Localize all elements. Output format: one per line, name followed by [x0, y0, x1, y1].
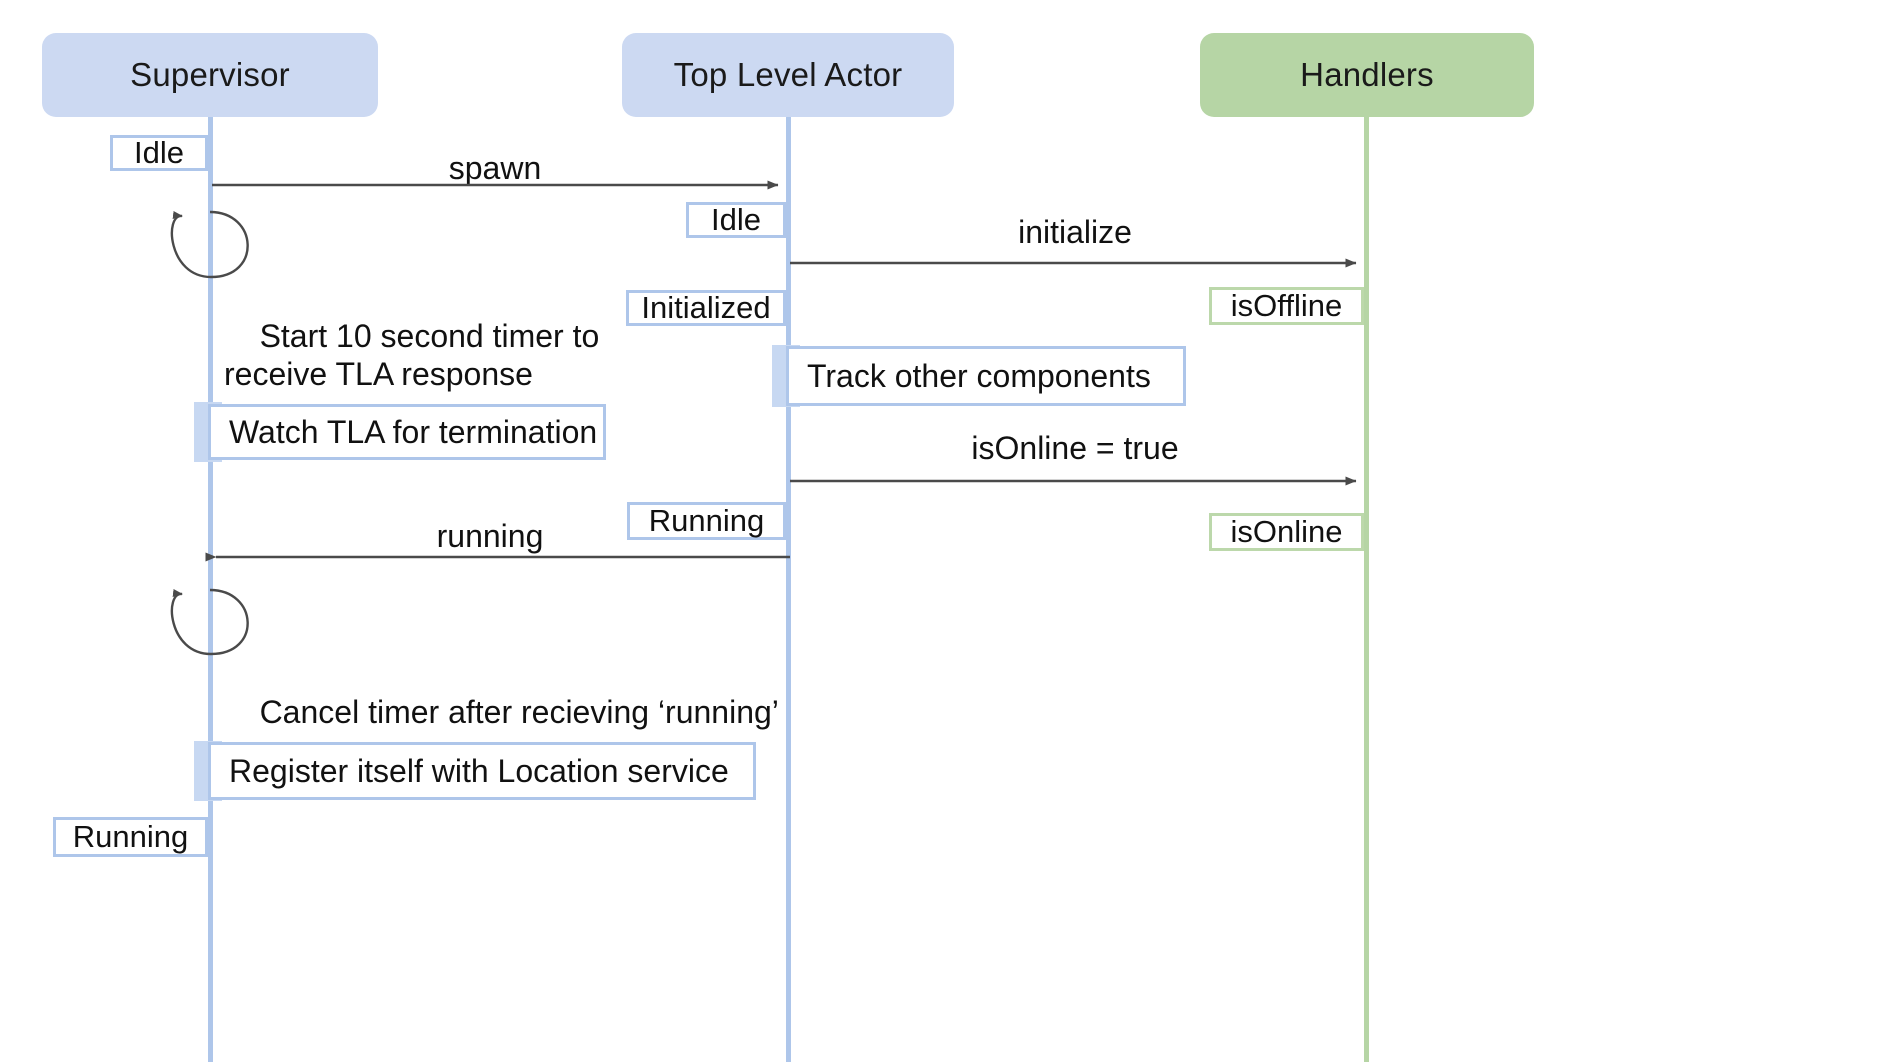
message-label-running: running	[436, 518, 544, 554]
state-box-supervisor-running: Running	[53, 817, 208, 857]
lifeline-top-level-actor	[786, 117, 791, 1062]
note-register-with-location-service: Register itself with Location service	[208, 742, 756, 800]
note-label: Watch TLA for termination	[229, 413, 598, 450]
self-message-label-cancel-timer: Cancel timer after recieving ‘running’	[259, 694, 779, 731]
note-track-other-components: Track other components	[786, 346, 1186, 406]
message-label-initialize: initialize	[1018, 214, 1132, 250]
state-label: Initialized	[641, 290, 771, 325]
state-box-handlers-isoffline: isOffline	[1209, 287, 1364, 325]
state-box-tla-initialized: Initialized	[626, 290, 786, 326]
state-label: Idle	[711, 202, 761, 237]
participant-supervisor[interactable]: Supervisor	[42, 33, 378, 117]
state-label: isOffline	[1230, 288, 1343, 323]
self-message-label-start-timer: Start 10 second timer to receive TLA res…	[224, 318, 600, 392]
state-label: Running	[648, 503, 765, 538]
participant-top-level-actor-label: Top Level Actor	[673, 56, 903, 93]
state-box-tla-running: Running	[627, 502, 786, 540]
note-watch-tla-for-termination: Watch TLA for termination	[208, 404, 606, 460]
note-label: Track other components	[807, 357, 1151, 394]
state-box-tla-idle: Idle	[686, 202, 786, 238]
participant-handlers-label: Handlers	[1300, 56, 1434, 93]
participant-top-level-actor[interactable]: Top Level Actor	[622, 33, 954, 117]
state-box-supervisor-idle: Idle	[110, 135, 208, 171]
state-label: Running	[72, 819, 189, 854]
state-box-handlers-isonline: isOnline	[1209, 513, 1364, 551]
participant-supervisor-label: Supervisor	[130, 56, 290, 93]
participant-handlers[interactable]: Handlers	[1200, 33, 1534, 117]
state-label: Idle	[134, 135, 184, 170]
state-label: isOnline	[1230, 514, 1343, 549]
lifeline-supervisor	[208, 117, 213, 1062]
note-label: Register itself with Location service	[229, 752, 729, 789]
lifeline-handlers	[1364, 117, 1369, 1062]
message-label-is-online-true: isOnline = true	[971, 430, 1179, 466]
message-label-spawn: spawn	[448, 150, 542, 186]
